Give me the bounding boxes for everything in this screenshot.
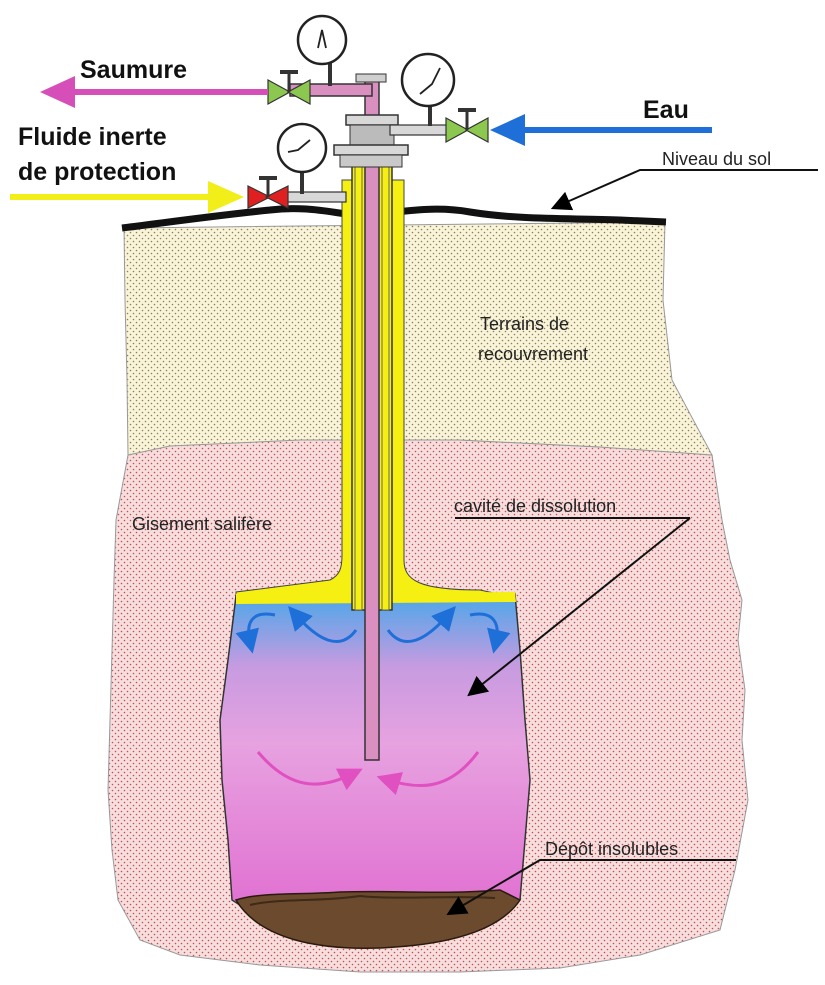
ground-leader-line [560, 170, 818, 205]
pressure-gauge-icon [402, 54, 454, 126]
label-gisement: Gisement salifère [132, 514, 272, 534]
label-eau: Eau [643, 96, 689, 124]
flange-base [340, 155, 402, 167]
tubing-cap [356, 74, 386, 82]
water-inlet-pipe [390, 125, 452, 135]
label-depot: Dépôt insolubles [545, 839, 678, 859]
label-terrains-line2: recouvrement [478, 344, 588, 364]
pressure-gauge-icon [278, 124, 326, 194]
label-cavite: cavité de dissolution [454, 496, 616, 516]
brine-tubing [365, 80, 379, 760]
flange-lower [334, 145, 408, 155]
label-niveau-du-sol: Niveau du sol [662, 149, 771, 169]
gate-valve-icon [446, 110, 488, 142]
label-fluide-line2: de protection [18, 158, 176, 186]
label-saumure: Saumure [80, 56, 187, 84]
label-terrains-line1: Terrains de [480, 314, 569, 334]
flange-upper [346, 115, 398, 125]
pressure-gauge-icon [298, 16, 346, 86]
gate-valve-icon [268, 72, 310, 104]
label-fluide-line1: Fluide inerte [18, 123, 167, 151]
inert-inlet-pipe [280, 192, 346, 202]
flange-body [350, 125, 394, 145]
casing-wall-right [382, 150, 389, 610]
overburden-terrain [124, 222, 712, 455]
gate-valve-icon [248, 178, 288, 208]
casing-wall-left [355, 150, 362, 610]
